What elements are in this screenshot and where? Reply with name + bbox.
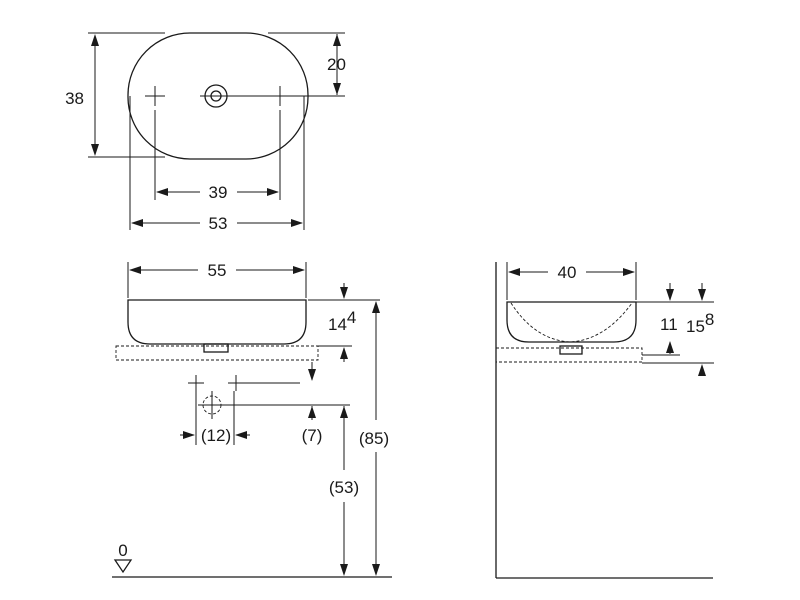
countertop-side bbox=[495, 347, 643, 363]
floor-level-marker bbox=[113, 559, 133, 574]
side-view: 40 11 158 bbox=[495, 262, 714, 579]
basin-inner-contour bbox=[510, 302, 633, 343]
tap-symbols-front bbox=[187, 374, 350, 419]
tap-hole-left bbox=[145, 86, 165, 106]
drain-outlet-side bbox=[559, 345, 583, 355]
dim-width-53: 53 bbox=[129, 96, 305, 233]
dim-label-11: 11 bbox=[660, 315, 678, 334]
dim-tap-height-7: (7) bbox=[302, 406, 323, 445]
floor-level-label: 0 bbox=[118, 541, 127, 560]
dim-label-20: 20 bbox=[327, 55, 346, 74]
floor-line-front: 0 bbox=[112, 541, 392, 578]
dim-label-55: 55 bbox=[208, 261, 227, 280]
dim-offset-20: 20 bbox=[268, 32, 346, 95]
top-view: 38 20 39 53 bbox=[65, 32, 346, 233]
dim-heights-side: 11 158 bbox=[636, 283, 714, 376]
dim-height-14-4: 144 bbox=[308, 283, 380, 362]
dim-counter-height-53: (53) bbox=[329, 406, 359, 576]
dim-label-7: (7) bbox=[302, 426, 323, 445]
dim-length-55: 55 bbox=[127, 261, 307, 298]
drain-symbol bbox=[200, 84, 232, 108]
dim-height-38: 38 bbox=[65, 32, 165, 158]
dim-label-85: (85) bbox=[359, 429, 389, 448]
front-view: 55 144 bbox=[112, 261, 392, 578]
basin-outline-side bbox=[506, 301, 637, 343]
dim-label-38: 38 bbox=[65, 89, 84, 108]
dim-label-12: (12) bbox=[201, 426, 231, 445]
dim-tap-spacing-39: 39 bbox=[154, 110, 281, 202]
dim-label-15-8: 158 bbox=[686, 310, 714, 336]
dim-counter-thickness-arrow bbox=[308, 362, 316, 381]
dim-label-53-height: (53) bbox=[329, 478, 359, 497]
dim-label-40: 40 bbox=[558, 263, 577, 282]
dim-tap-spacing-12: (12) bbox=[180, 391, 250, 445]
dim-total-height-85: (85) bbox=[359, 301, 389, 576]
drain-outlet-front bbox=[203, 343, 229, 353]
basin-outline-front bbox=[127, 299, 307, 345]
dim-label-39: 39 bbox=[209, 183, 228, 202]
countertop-front bbox=[115, 345, 319, 361]
dim-depth-40: 40 bbox=[506, 262, 637, 300]
dim-label-53: 53 bbox=[209, 214, 228, 233]
dim-label-14-4: 144 bbox=[328, 308, 356, 334]
